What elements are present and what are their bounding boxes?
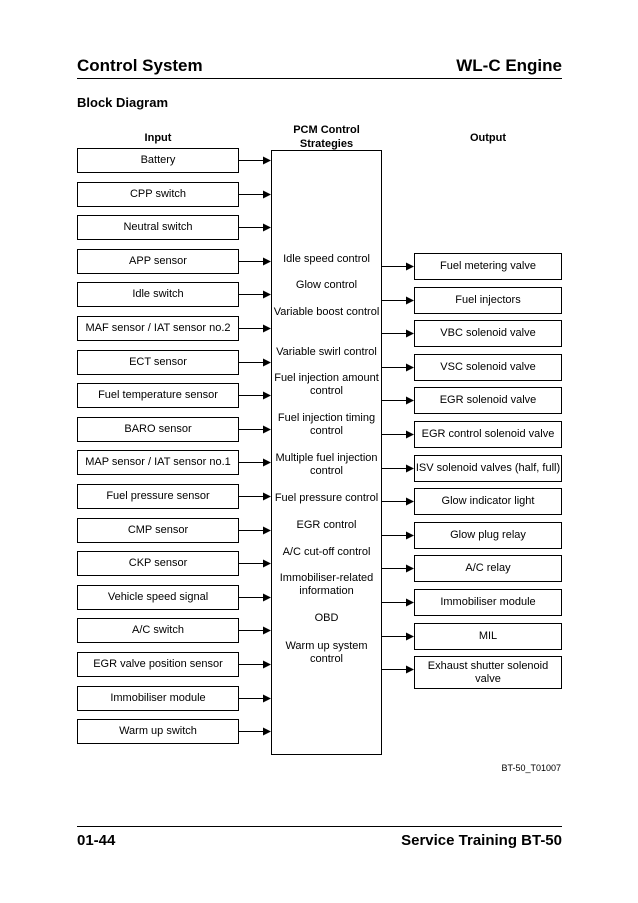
input-baro-sensor: BARO sensor [77,417,239,442]
input-vehicle-speed-signal: Vehicle speed signal [77,585,239,610]
arrow-input-0 [239,156,271,165]
input-immobiliser-module: Immobiliser module [77,686,239,711]
input-app-sensor: APP sensor [77,249,239,274]
output-fuel-injectors: Fuel injectors [414,287,562,314]
arrow-input-7 [239,391,271,400]
arrow-input-1 [239,190,271,199]
output-vbc-solenoid-valve: VBC solenoid valve [414,320,562,347]
arrow-input-6 [239,358,271,367]
header-rule [77,78,562,79]
output-a-c-relay: A/C relay [414,555,562,582]
arrow-input-12 [239,559,271,568]
output-mil: MIL [414,623,562,650]
block-diagram-title: Block Diagram [77,95,169,110]
arrow-input-13 [239,593,271,602]
arrow-input-9 [239,458,271,467]
arrow-input-2 [239,223,271,232]
strategy-fuel-injection-timing-control: Fuel injection timing control [277,412,376,437]
strategy-variable-boost-control: Variable boost control [273,306,380,318]
arrow-output-6 [382,464,414,473]
strategy-egr-control: EGR control [296,519,357,531]
input-warm-up-switch: Warm up switch [77,719,239,744]
arrow-input-4 [239,290,271,299]
output-isv-solenoid-valves-half-full: ISV solenoid valves (half, full) [414,455,562,482]
strategy-warm-up-system-control: Warm up system control [285,640,368,665]
arrow-input-10 [239,492,271,501]
arrow-output-4 [382,396,414,405]
arrow-input-15 [239,660,271,669]
input-fuel-temperature-sensor: Fuel temperature sensor [77,383,239,408]
arrow-output-12 [382,665,414,674]
arrow-input-5 [239,324,271,333]
strategy-variable-swirl-control: Variable swirl control [276,346,377,358]
input-battery: Battery [77,148,239,173]
input-maf-sensor-iat-sensor-no-2: MAF sensor / IAT sensor no.2 [77,316,239,341]
figure-reference: BT-50_T01007 [501,763,561,773]
arrow-input-8 [239,425,271,434]
arrow-input-17 [239,727,271,736]
arrow-input-16 [239,694,271,703]
footer-title: Service Training BT-50 [401,832,562,849]
pcm-box [271,150,382,755]
strategy-immobiliser-related-information: Immobiliser-related information [279,572,374,597]
arrow-output-11 [382,632,414,641]
arrow-input-3 [239,257,271,266]
strategy-idle-speed-control: Idle speed control [283,253,370,265]
arrow-input-11 [239,526,271,535]
input-idle-switch: Idle switch [77,282,239,307]
strategy-a-c-cut-off-control: A/C cut-off control [282,546,371,558]
strategy-glow-control: Glow control [295,279,358,291]
output-column-heading: Output [469,132,507,144]
footer-rule [77,826,562,827]
strategy-fuel-pressure-control: Fuel pressure control [274,492,379,504]
arrow-output-5 [382,430,414,439]
input-fuel-pressure-sensor: Fuel pressure sensor [77,484,239,509]
arrow-output-7 [382,497,414,506]
strategy-fuel-injection-amount-control: Fuel injection amount control [274,372,379,397]
arrow-input-14 [239,626,271,635]
header-engine: WL-C Engine [456,56,562,75]
input-egr-valve-position-sensor: EGR valve position sensor [77,652,239,677]
output-egr-solenoid-valve: EGR solenoid valve [414,387,562,414]
output-exhaust-shutter-solenoid-valve: Exhaust shutter solenoid valve [414,656,562,689]
arrow-output-1 [382,296,414,305]
output-egr-control-solenoid-valve: EGR control solenoid valve [414,421,562,448]
input-column-heading: Input [144,132,172,144]
arrow-output-2 [382,329,414,338]
output-immobiliser-module: Immobiliser module [414,589,562,616]
input-neutral-switch: Neutral switch [77,215,239,240]
arrow-output-8 [382,531,414,540]
arrow-output-9 [382,564,414,573]
arrow-output-10 [382,598,414,607]
output-glow-indicator-light: Glow indicator light [414,488,562,515]
output-vsc-solenoid-valve: VSC solenoid valve [414,354,562,381]
strategy-multiple-fuel-injection-control: Multiple fuel injection control [275,452,378,477]
input-ect-sensor: ECT sensor [77,350,239,375]
strategy-obd: OBD [314,612,339,624]
input-map-sensor-iat-sensor-no-1: MAP sensor / IAT sensor no.1 [77,450,239,475]
output-fuel-metering-valve: Fuel metering valve [414,253,562,280]
input-cmp-sensor: CMP sensor [77,518,239,543]
arrow-output-3 [382,363,414,372]
arrow-output-0 [382,262,414,271]
input-a-c-switch: A/C switch [77,618,239,643]
input-ckp-sensor: CKP sensor [77,551,239,576]
pcm-column-heading: PCM Control Strategies [293,124,360,150]
header-title: Control System [77,56,203,75]
output-glow-plug-relay: Glow plug relay [414,522,562,549]
page-number: 01-44 [77,832,116,849]
input-cpp-switch: CPP switch [77,182,239,207]
